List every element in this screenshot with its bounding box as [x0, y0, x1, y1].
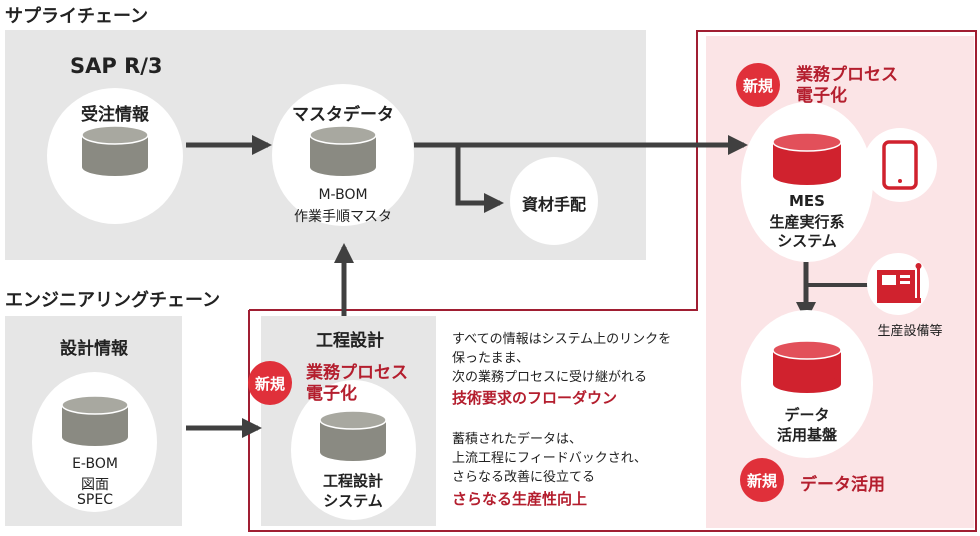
design-info-label: 設計情報	[60, 339, 128, 359]
data-platform-label-2: 活用基盤	[776, 426, 838, 444]
sap-title: SAP R/3	[70, 54, 163, 78]
mes-label-2: 生産実行系	[769, 213, 845, 231]
digitize-label-1: 業務プロセス	[306, 363, 408, 383]
desc-p2-line3: さらなる改善に役立てる	[452, 470, 596, 485]
procurement-node	[510, 157, 598, 245]
new-badge: 新規	[736, 63, 780, 107]
desc-p1-line3: 次の業務プロセスに受け継がれる	[452, 370, 648, 385]
new-badge: 新規	[740, 458, 784, 502]
desc-p2-line2: 上流工程にフィードバックされ、	[452, 451, 647, 466]
order-info-label: 受注情報	[81, 105, 149, 125]
equipment-label: 生産設備等	[877, 324, 943, 339]
machine-icon	[877, 263, 922, 303]
procurement-label: 資材手配	[521, 195, 587, 214]
digitize-label-2: 電子化	[306, 384, 357, 404]
desc-p1-line1: すべての情報はシステム上のリンクを	[452, 332, 672, 347]
process-design-label: 工程設計	[316, 331, 384, 351]
master-sub-procedure: 作業手順マスタ	[294, 209, 392, 225]
design-sub-ebom: E-BOM	[72, 456, 118, 472]
database-icon	[309, 125, 377, 176]
arrow-to-procurement	[455, 145, 504, 213]
mes-digitize-label-2: 電子化	[796, 86, 847, 106]
database-icon	[81, 125, 149, 176]
database-icon	[319, 410, 387, 461]
engineering-chain-title: エンジニアリングチェーン	[5, 290, 221, 311]
mes-label-3: システム	[777, 232, 837, 250]
desc-p1-line2: 保ったまま、	[452, 351, 530, 366]
desc-p1-highlight: 技術要求のフローダウン	[452, 389, 618, 407]
desc-p2-line1: 蓄積されたデータは、	[452, 432, 583, 447]
process-system-label-1: 工程設計	[322, 472, 384, 490]
data-use-label: データ活用	[800, 475, 885, 495]
scope-outline	[248, 30, 977, 532]
database-icon	[61, 395, 129, 446]
database-icon	[772, 340, 842, 393]
master-sub-mbom: M-BOM	[318, 187, 368, 203]
data-platform-label-1: データ	[784, 406, 830, 424]
design-sub-drawing: 図面	[81, 477, 109, 493]
master-data-label: マスタデータ	[292, 105, 394, 125]
new-badge: 新規	[248, 361, 292, 405]
mes-digitize-label-1: 業務プロセス	[796, 65, 898, 85]
design-sub-spec: SPEC	[77, 492, 113, 508]
process-system-label-2: システム	[323, 492, 383, 510]
mes-label-1: MES	[789, 192, 825, 210]
supply-chain-title: サプライチェーン	[5, 6, 149, 27]
desc-p2-highlight: さらなる生産性向上	[452, 490, 588, 508]
database-icon	[772, 132, 842, 185]
tablet-icon	[882, 140, 918, 190]
